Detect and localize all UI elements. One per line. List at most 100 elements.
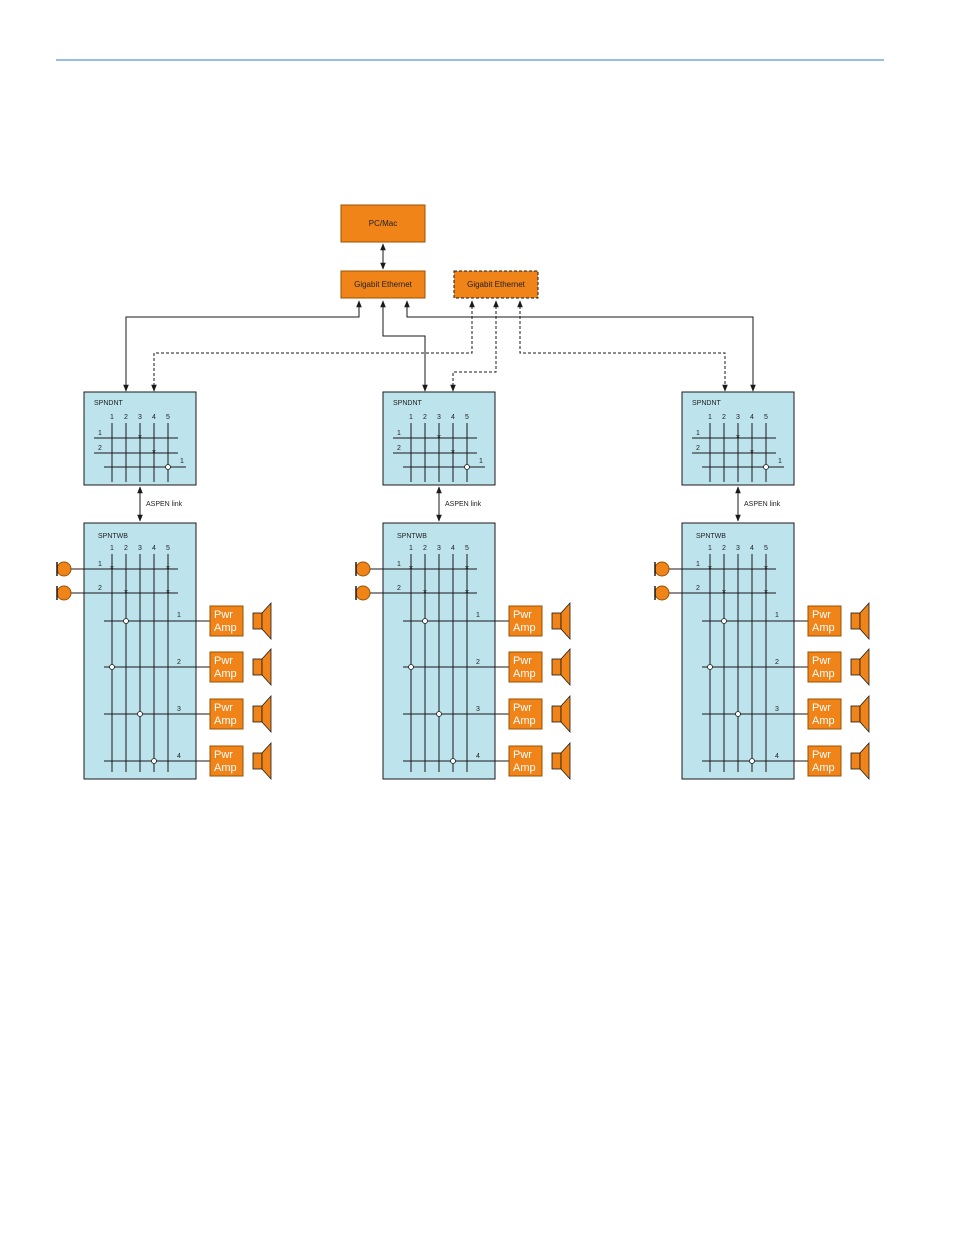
crosspoint-mark: * <box>708 564 712 575</box>
junction-dot <box>109 664 115 670</box>
amp-speaker-row-3: Pwr Amp <box>508 694 571 734</box>
svg-text:5: 5 <box>764 414 768 421</box>
svg-text:5: 5 <box>465 545 469 552</box>
dnt-row-label-1: 1 <box>397 430 401 437</box>
dnt-grid <box>692 423 784 482</box>
amp-label: Pwr <box>812 655 831 667</box>
twb-column-labels: 1 2 3 4 5 <box>409 545 469 552</box>
amp-label: Amp <box>214 715 237 727</box>
svg-text:4: 4 <box>451 414 455 421</box>
aspen-link-label: ASPEN link <box>445 501 482 508</box>
svg-text:2: 2 <box>722 414 726 421</box>
amp-speaker-row-1: Pwr Amp <box>807 601 870 641</box>
aspen-link-label: ASPEN link <box>744 501 781 508</box>
svg-text:2: 2 <box>722 545 726 552</box>
amp-speaker-row-4: Pwr Amp <box>209 741 272 781</box>
svg-text:4: 4 <box>152 545 156 552</box>
junction-dot <box>721 618 727 624</box>
amp-speaker-row-2: Pwr Amp <box>508 647 571 687</box>
amp-label: Pwr <box>812 609 831 621</box>
svg-text:2: 2 <box>124 545 128 552</box>
dnt-row-label-1: 1 <box>696 430 700 437</box>
amp-speaker-row-3: Pwr Amp <box>209 694 272 734</box>
amp-speaker-row-2: Pwr Amp <box>209 647 272 687</box>
svg-text:1: 1 <box>708 545 712 552</box>
dnt-row-label-2: 2 <box>98 445 102 452</box>
twb-output-label-2: 2 <box>476 659 480 666</box>
amp-label: Pwr <box>214 702 233 714</box>
amp-label: Amp <box>812 668 835 680</box>
junction-dot <box>749 758 755 764</box>
switch-main: Gigabit Ethernet <box>340 270 426 299</box>
amp-label: Amp <box>513 715 536 727</box>
dnt-out-label: 1 <box>778 458 782 465</box>
crosspoint-mark: * <box>423 588 427 599</box>
speaker-icon <box>252 601 272 641</box>
svg-text:3: 3 <box>736 414 740 421</box>
svg-text:3: 3 <box>437 414 441 421</box>
speaker-icon <box>252 647 272 687</box>
switch-redundant: Gigabit Ethernet <box>453 270 539 299</box>
svg-text:1: 1 <box>409 414 413 421</box>
amp-speaker-row-1: Pwr Amp <box>508 601 571 641</box>
crosspoint-mark: * <box>437 433 441 444</box>
junction-dot <box>450 758 456 764</box>
svg-text:1: 1 <box>708 414 712 421</box>
speaker-icon <box>850 741 870 781</box>
dnt-row-label-1: 1 <box>98 430 102 437</box>
amp-label: Amp <box>812 715 835 727</box>
twb-column-labels: 1 2 3 4 5 <box>708 545 768 552</box>
twb-output-label-1: 1 <box>476 612 480 619</box>
dnt-box: SPNDNT 1 2 3 4 5 1 2 1 * * <box>83 391 197 486</box>
crosspoint-mark: * <box>110 564 114 575</box>
crosspoint-mark: * <box>166 588 170 599</box>
twb-output-label-1: 1 <box>177 612 181 619</box>
amp-label: Amp <box>513 668 536 680</box>
net-link-center <box>380 300 428 392</box>
svg-text:5: 5 <box>166 414 170 421</box>
twb-title: SPNTWB <box>696 533 726 540</box>
dnt-out-label: 1 <box>479 458 483 465</box>
speaker-icon <box>252 741 272 781</box>
twb-grid <box>66 554 212 772</box>
crosspoint-mark: * <box>750 448 754 459</box>
twb-column-labels: 1 2 3 4 5 <box>110 545 170 552</box>
crosspoint-mark: * <box>764 588 768 599</box>
svg-text:3: 3 <box>138 545 142 552</box>
pc-label: PC/Mac <box>369 219 397 228</box>
microphone-icon <box>56 561 72 577</box>
svg-text:3: 3 <box>437 545 441 552</box>
amp-label: Amp <box>812 762 835 774</box>
twb-output-label-4: 4 <box>476 753 480 760</box>
junction-dot <box>707 664 713 670</box>
svg-text:1: 1 <box>110 545 114 552</box>
junction-dot <box>123 618 129 624</box>
amp-label: Amp <box>214 762 237 774</box>
svg-text:4: 4 <box>750 545 754 552</box>
net-link-right <box>404 300 756 392</box>
system-3: SPNDNT 1 2 3 4 5 1 2 1 * * <box>654 391 870 781</box>
twb-grid <box>365 554 511 772</box>
amp-speaker-row-4: Pwr Amp <box>508 741 571 781</box>
dnt-grid <box>94 423 186 482</box>
twb-input-label-1: 1 <box>98 561 102 568</box>
junction-dot <box>763 464 769 470</box>
twb-box: SPNTWB 1 2 3 4 5 1 2 1 2 3 4 <box>66 522 212 780</box>
twb-input-label-2: 2 <box>397 585 401 592</box>
microphone-icon <box>654 561 670 577</box>
redundant-link-left <box>151 300 475 392</box>
dnt-grid <box>393 423 485 482</box>
twb-output-label-1: 1 <box>775 612 779 619</box>
microphone-icon <box>56 585 72 601</box>
crosspoint-mark: * <box>409 564 413 575</box>
microphone-icon <box>355 585 371 601</box>
crosspoint-mark: * <box>138 433 142 444</box>
redundant-link-right <box>517 300 728 392</box>
twb-grid <box>664 554 810 772</box>
svg-text:1: 1 <box>110 414 114 421</box>
speaker-icon <box>551 601 571 641</box>
svg-text:2: 2 <box>124 414 128 421</box>
junction-dot <box>464 464 470 470</box>
dnt-title: SPNDNT <box>393 400 423 407</box>
